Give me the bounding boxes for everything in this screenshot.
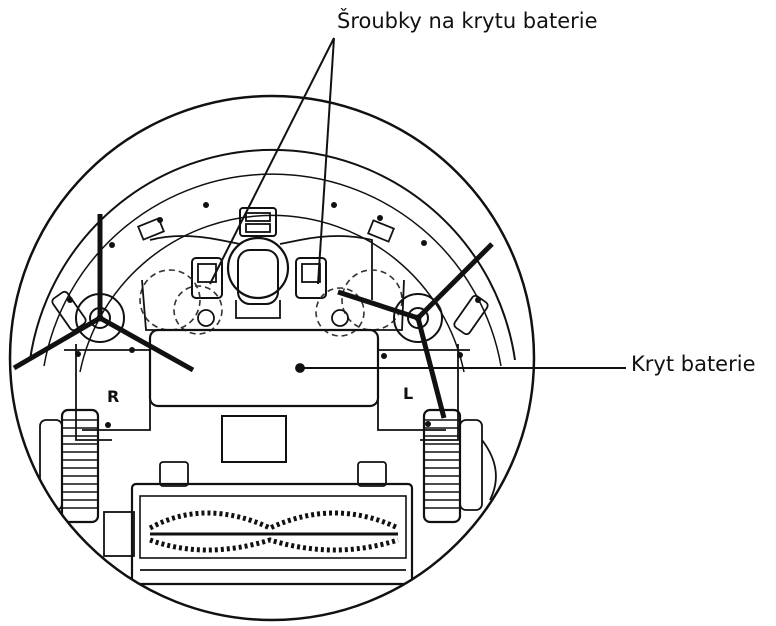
leader-lines — [209, 37, 626, 369]
right-side-marking: R — [107, 387, 120, 406]
left-side-marking: L — [403, 384, 414, 403]
rim-tab — [51, 290, 87, 332]
dashed-area-left-inner — [173, 285, 223, 335]
rim-tab — [453, 294, 489, 336]
main-brush-bay — [103, 461, 414, 586]
upper-frame — [149, 235, 373, 300]
battery-cover-screws-label: Šroubky na krytu baterie — [337, 9, 598, 33]
robot-body-outline — [8, 94, 536, 622]
rim-tab — [367, 219, 395, 243]
bumper-studs — [67, 202, 481, 303]
main-brush-bristles — [148, 510, 400, 531]
caster-wheel — [226, 236, 290, 300]
leader-screws-right — [317, 37, 335, 285]
screw-bracket-right — [295, 257, 327, 299]
top-connector — [239, 207, 277, 237]
dashed-area-right-inner — [315, 287, 365, 337]
side-brush-r-housing — [64, 349, 151, 431]
sensor-window — [221, 415, 287, 463]
side-brush-r — [12, 214, 195, 373]
dashed-area-left-outer — [139, 269, 201, 331]
screw-bracket-left — [191, 257, 223, 299]
rim-tab — [137, 217, 165, 241]
leader-screws-left — [209, 37, 335, 285]
battery-cover-label: Kryt baterie — [631, 352, 756, 376]
